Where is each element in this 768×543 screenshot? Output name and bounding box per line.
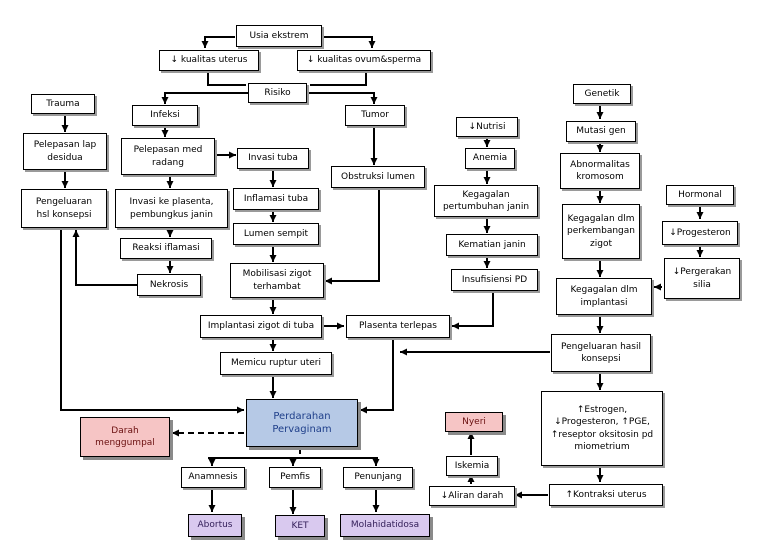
node-estrogen: ↑Estrogen, ↓Progesteron, ↑PGE, ↑reseptor… [541, 391, 663, 466]
node-insufisiensi: Insufisiensi PD [451, 269, 538, 291]
node-abortus: Abortus [188, 514, 242, 537]
node-penunjang: Penunjang [343, 467, 413, 488]
node-invasi-plasenta: Invasi ke plasenta, pembungkus janin [115, 189, 228, 228]
edge-obstruksi-mobilisasi [325, 188, 380, 285]
node-anamnesis: Anamnesis [181, 467, 245, 488]
node-abnormalitas: Abnormalitas kromosom [560, 153, 640, 189]
node-iskemia: Iskemia [446, 456, 498, 476]
node-kualitas-uterus: ↓ kualitas uterus [159, 50, 259, 71]
node-nutrisi: ↓Nutrisi [456, 117, 518, 137]
node-reaksi-inflamasi: Reaksi iflamasi [120, 238, 212, 259]
node-pelepasan-desidua: Pelepasan lap desidua [23, 133, 107, 170]
edge-plasenta-perdarahan [360, 338, 394, 414]
node-kegagalan-implantasi: Kegagalan dlm implantasi [556, 278, 652, 315]
node-plasenta-terlepas: Plasenta terlepas [346, 315, 450, 338]
node-pergerakan-silia: ↓Pergerakan silia [664, 258, 740, 299]
edge-uterus-risiko [207, 72, 246, 86]
node-nyeri: Nyeri [445, 412, 503, 432]
node-mutasi-gen: Mutasi gen [566, 121, 636, 142]
edge-perdarahan-penunjang [208, 447, 378, 459]
edge-insufisiensi-plasenta [452, 291, 494, 330]
node-perdarahan: Perdarahan Pervaginam [246, 399, 358, 447]
edge-usia-kualitas-uterus [201, 36, 235, 48]
node-lumen-sempit: Lumen sempit [233, 223, 319, 245]
node-memicu-ruptur: Memicu ruptur uteri [220, 352, 332, 375]
node-obstruksi-lumen: Obstruksi lumen [331, 166, 425, 188]
node-pengeluaran-hsl: Pengeluaran hsl konsepsi [21, 189, 107, 228]
node-invasi-tuba: Invasi tuba [237, 148, 309, 169]
node-progesteron: ↓Progesteron [662, 221, 738, 245]
edge-risiko-infeksi [161, 92, 248, 104]
edge-usia-kualitas-ovum [324, 36, 376, 48]
node-genetik: Genetik [573, 84, 631, 104]
node-infeksi: Infeksi [132, 105, 198, 126]
edge-pengeluaran-perdarahan [60, 228, 244, 414]
node-hormonal: Hormonal [666, 185, 734, 205]
edge-nekrosis-pengeluaran [72, 230, 137, 286]
node-kegagalan-perkembangan: Kegagalan dlm perkembangan zigot [562, 204, 640, 259]
edge-risiko-tumor [308, 92, 378, 104]
node-molahidatidosa: Molahidatidosa [340, 514, 430, 537]
node-pelepasan-radang: Pelepasan med radang [121, 138, 215, 175]
node-inflamasi-tuba: Inflamasi tuba [233, 188, 319, 210]
node-aliran-darah: ↓Aliran darah [429, 486, 515, 506]
edge-ovum-risiko [310, 72, 367, 86]
node-kegagalan-pertumbuhan: Kegagalan pertumbuhan janin [434, 185, 538, 217]
node-trauma: Trauma [31, 94, 95, 114]
node-mobilisasi: Mobilisasi zigot terhambat [230, 263, 324, 298]
node-ket: KET [275, 515, 325, 537]
node-usia-ekstrem: Usia ekstrem [236, 25, 322, 47]
node-kontraksi: ↑Kontraksi uterus [549, 484, 663, 506]
node-darah-menggumpal: Darah menggumpal [80, 417, 170, 457]
node-kematian-janin: Kematian janin [446, 234, 538, 256]
node-tumor: Tumor [345, 105, 405, 126]
node-nekrosis: Nekrosis [137, 274, 201, 296]
node-kualitas-ovum: ↓ kualitas ovum&sperma [297, 50, 431, 71]
node-risiko: Risiko [248, 83, 307, 103]
node-pengeluaran-hasil: Pengeluaran hasil konsepsi [551, 334, 651, 372]
node-anemia: Anemia [465, 148, 515, 169]
node-pemfis: Pemfis [269, 467, 321, 488]
node-implantasi-tuba: Implantasi zigot di tuba [200, 315, 322, 338]
